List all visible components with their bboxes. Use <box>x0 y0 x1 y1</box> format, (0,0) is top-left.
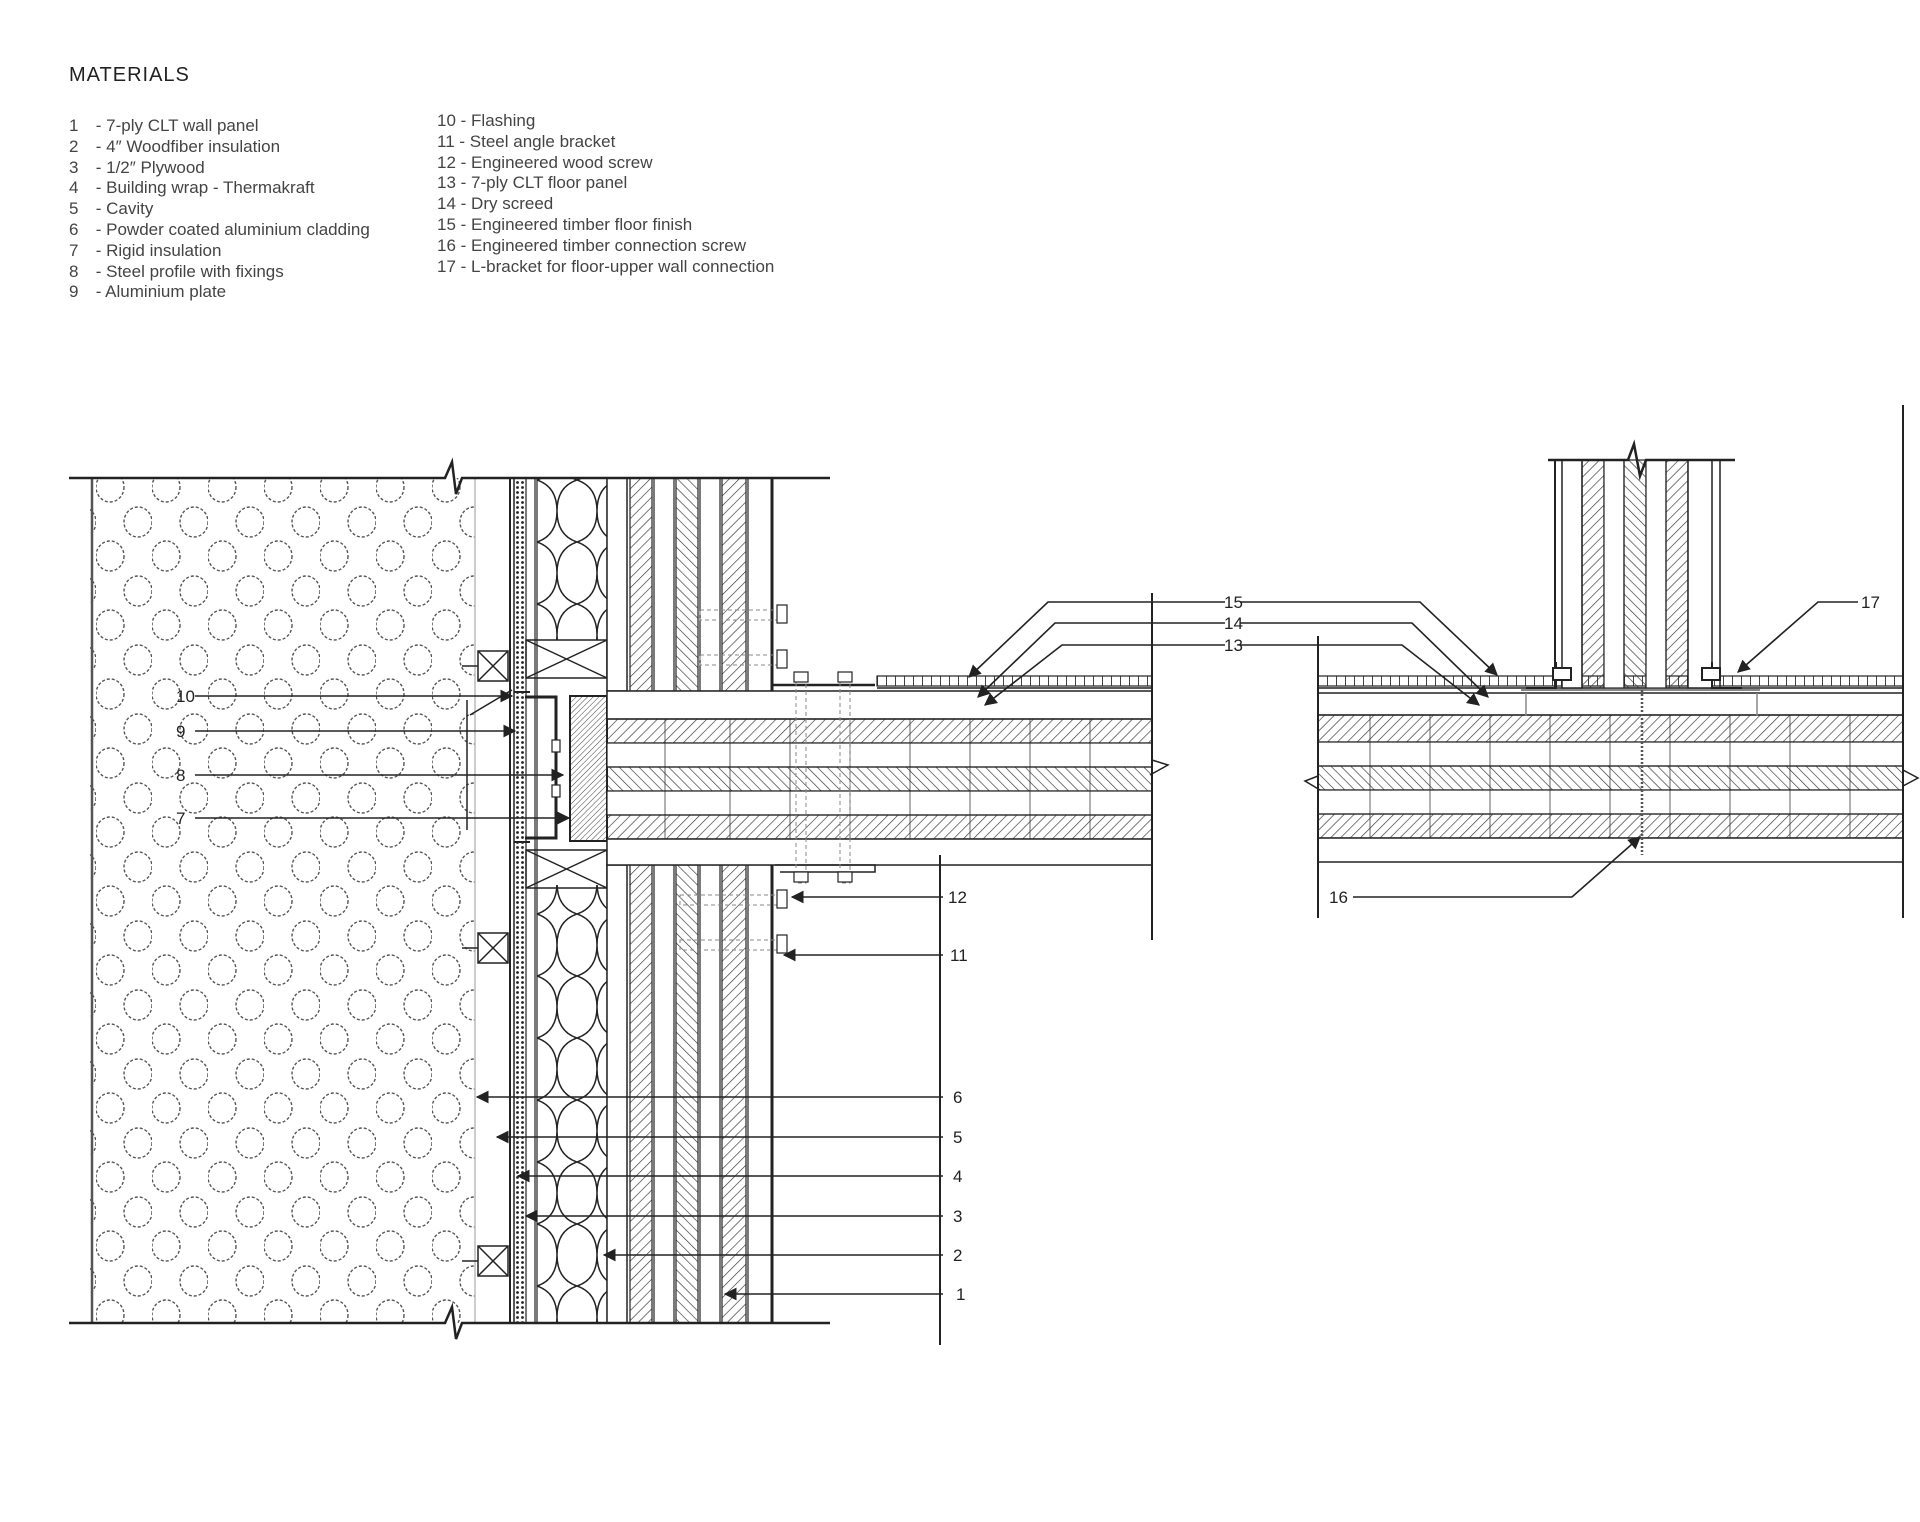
woodfiber-insulation-upper <box>537 478 607 640</box>
legend-item: 15 - Engineered timber floor finish <box>437 214 693 234</box>
clt-floor-panel-left <box>606 690 1153 866</box>
flashing <box>469 689 513 716</box>
legend-item: 1 - 7-ply CLT wall panel <box>69 116 259 135</box>
legend-item: 16 - Engineered timber connection screw <box>437 235 747 255</box>
legend-item: 6 - Powder coated aluminium cladding <box>69 219 370 239</box>
legend-item: 7 - Rigid insulation <box>69 240 222 260</box>
callout-7: 7 <box>176 809 185 828</box>
callout-15: 15 <box>1224 593 1243 612</box>
callout-11: 11 <box>950 946 968 965</box>
callout-10: 10 <box>176 687 195 706</box>
legend-item: 17 - L-bracket for floor-upper wall conn… <box>437 256 775 276</box>
legend-item: 11 - Steel angle bracket <box>437 131 616 151</box>
legend-item: 14 - Dry screed <box>437 194 554 214</box>
woodfiber-insulation-lower <box>537 885 607 1323</box>
legend-item: 3 - 1/2″ Plywood <box>69 157 205 177</box>
legend-column-right: 10 - Flashing 11 - Steel angle bracket 1… <box>437 111 774 277</box>
rigid-insulation <box>569 695 608 842</box>
callout-9: 9 <box>176 722 185 741</box>
legend-item: 4 - Building wrap - Thermakraft <box>69 178 315 198</box>
clt-upper-wall <box>1561 459 1713 689</box>
callout-17: 17 <box>1861 593 1880 612</box>
legend-item: 8 - Steel profile with fixings <box>69 261 284 281</box>
l-brackets <box>1526 662 1742 689</box>
legend-column-left: 1 - 7-ply CLT wall panel 2 - 4″ Woodfibe… <box>69 116 370 303</box>
callout-13: 13 <box>1224 636 1243 655</box>
legend-item: 9 - Aluminium plate <box>69 282 227 302</box>
callout-12: 12 <box>948 888 967 907</box>
legend-title: MATERIALS <box>69 64 190 86</box>
legend-item: 12 - Engineered wood screw <box>437 152 653 172</box>
callout-5: 5 <box>953 1128 962 1147</box>
callout-16: 16 <box>1329 888 1348 907</box>
callout-8: 8 <box>176 766 185 785</box>
clt-wall-lower <box>606 864 773 1324</box>
aluminium-cladding <box>90 478 475 1323</box>
steel-angle-bracket <box>770 580 875 960</box>
legend-item: 5 - Cavity <box>69 199 154 219</box>
plywood <box>525 477 536 1324</box>
clt-wall-upper <box>606 477 773 692</box>
callout-4: 4 <box>953 1167 962 1186</box>
legend-item: 2 - 4″ Woodfiber insulation <box>69 136 281 156</box>
building-wrap <box>514 478 524 1323</box>
callout-14: 14 <box>1224 614 1243 633</box>
cladding-fixings <box>462 650 509 1277</box>
steel-profile <box>525 695 558 840</box>
legend-item: 10 - Flashing <box>437 111 536 130</box>
callout-3: 3 <box>953 1207 962 1226</box>
callout-1: 1 <box>956 1285 965 1304</box>
callout-2: 2 <box>953 1246 962 1265</box>
legend-item: 13 - 7-ply CLT floor panel <box>437 173 628 193</box>
callout-6: 6 <box>953 1088 962 1107</box>
